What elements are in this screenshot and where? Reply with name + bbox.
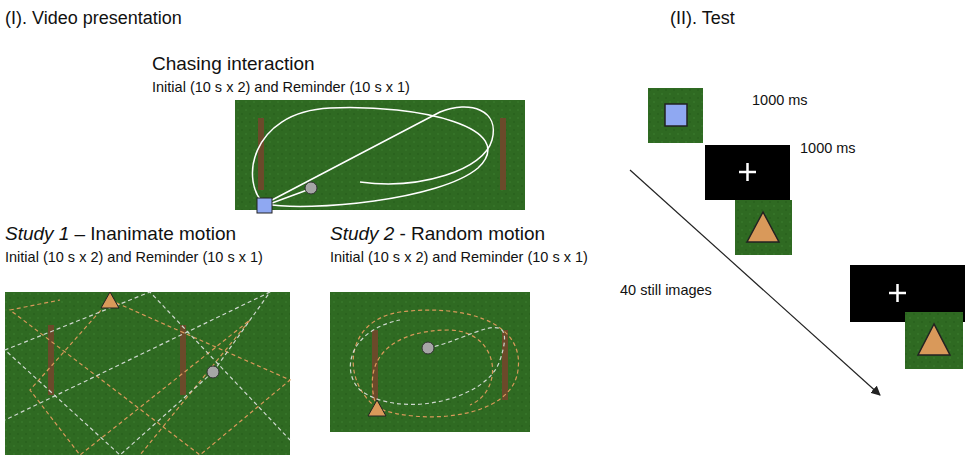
timing-note: Initial (10 s x 2) and Reminder (10 s x … xyxy=(5,247,270,267)
sequence-note: 40 still images xyxy=(620,280,712,300)
timing-note: Initial (10 s x 2) and Reminder (10 s x … xyxy=(152,77,410,97)
section-title: (II). Test xyxy=(670,8,735,28)
test-sequence xyxy=(630,88,965,395)
panel-title: - Random motion xyxy=(399,224,545,244)
random-scene xyxy=(330,292,530,432)
panel-title: Chasing interaction xyxy=(152,54,315,74)
study-number: Study 1 xyxy=(5,224,69,244)
panel-title: – Inanimate motion xyxy=(74,224,236,244)
inanimate-scene xyxy=(5,292,290,455)
timing-note: Initial (10 s x 2) and Reminder (10 s x … xyxy=(330,247,595,267)
duration-label: 1000 ms xyxy=(800,138,856,158)
duration-label: 1000 ms xyxy=(752,90,808,110)
study-number: Study 2 xyxy=(330,224,394,244)
section-title: (I). Video presentation xyxy=(5,8,182,28)
chasing-scene xyxy=(235,100,525,213)
